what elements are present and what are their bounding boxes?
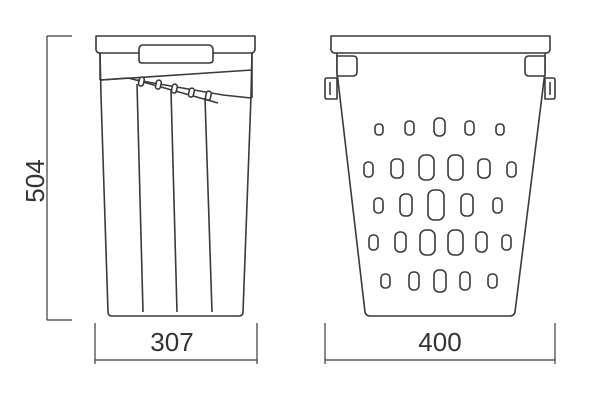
side-vent (154, 79, 163, 90)
front-vent-hole (447, 229, 464, 256)
front-vent-hole (394, 231, 407, 253)
side-vent (170, 83, 179, 94)
front-vent-hole (501, 234, 512, 251)
front-vent-hole (460, 193, 474, 217)
side-rib-middle (170, 89, 178, 313)
front-vent-hole (475, 231, 488, 253)
front-vent-hole (419, 229, 436, 256)
front-vent-hole (506, 161, 517, 178)
front-vent-hole (390, 158, 404, 179)
front-width-dimension (324, 323, 556, 364)
front-rim (330, 35, 551, 54)
front-vent-hole (492, 197, 503, 214)
front-width-label: 400 (418, 327, 461, 357)
side-vent (204, 90, 213, 101)
side-view (95, 35, 256, 317)
side-width-dimension (94, 323, 258, 364)
front-vent-hole (404, 120, 415, 136)
side-rib-left (136, 83, 144, 313)
front-vent-hole (368, 234, 379, 251)
front-vent-hole (373, 197, 384, 214)
front-vent-hole (418, 154, 435, 181)
front-vent-hole (487, 273, 498, 289)
front-hinge-left (324, 77, 338, 100)
side-width-label: 307 (150, 327, 193, 357)
side-vent (187, 87, 196, 98)
front-vent-hole (408, 271, 420, 291)
side-handle (138, 44, 214, 64)
front-body-outline (336, 51, 546, 317)
front-vent-hole (447, 154, 464, 181)
front-vent-hole (433, 269, 447, 293)
front-view (324, 35, 556, 317)
front-vent-hole (427, 189, 445, 221)
front-vent-hole (459, 271, 471, 291)
height-label: 504 (20, 159, 50, 202)
side-rib-right (204, 97, 213, 313)
front-bracket-right (524, 55, 546, 77)
front-vent-hole (495, 123, 505, 136)
front-vent-hole (433, 117, 446, 137)
front-vent-hole (464, 120, 475, 136)
height-dimension (46, 35, 72, 321)
front-bracket-left (336, 55, 358, 77)
front-vent-hole (380, 273, 391, 289)
side-vent (137, 76, 146, 87)
front-vent-hole (363, 161, 374, 178)
front-vent-hole (374, 123, 384, 136)
front-vent-hole (399, 193, 413, 217)
front-vent-hole (477, 158, 491, 179)
